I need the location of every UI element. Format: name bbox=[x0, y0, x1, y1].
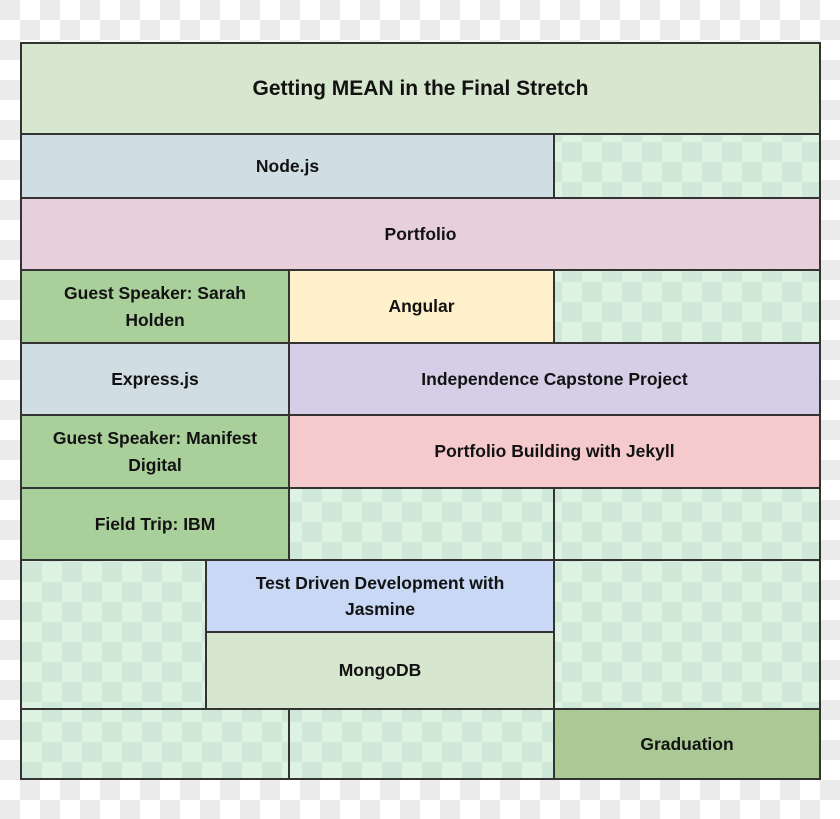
bar-tdd-label: Test Driven Development with Jasmine bbox=[255, 572, 505, 619]
bar-graduation-label: Graduation bbox=[640, 733, 734, 754]
bar-portfolio-label: Portfolio bbox=[384, 223, 457, 244]
bar-nodejs: Node.js bbox=[20, 133, 555, 199]
bar-mongodb-label: MongoDB bbox=[338, 660, 422, 681]
chart-title: Getting MEAN in the Final Stretch bbox=[252, 76, 589, 100]
bar-angular-label: Angular bbox=[388, 296, 455, 317]
empty-cell-fieldtrip-row-right bbox=[553, 487, 821, 561]
bar-independence-label: Independence Capstone Project bbox=[421, 368, 688, 389]
bar-portfolio-jekyll: Portfolio Building with Jekyll bbox=[288, 414, 821, 489]
empty-cell-bottom-row-mid bbox=[288, 708, 555, 780]
empty-cell-nodejs-row bbox=[553, 133, 821, 199]
empty-cell-angular-row bbox=[553, 269, 821, 344]
bar-field-trip-ibm: Field Trip: IBM bbox=[20, 487, 290, 561]
bar-nodejs-label: Node.js bbox=[255, 155, 320, 176]
bar-test-driven-development-jasmine: Test Driven Development with Jasmine bbox=[205, 559, 555, 633]
empty-cell-fieldtrip-row-mid bbox=[288, 487, 555, 561]
bar-graduation: Graduation bbox=[553, 708, 821, 780]
bar-express-label: Express.js bbox=[111, 368, 199, 389]
empty-cell-bottom-left-column bbox=[20, 559, 207, 710]
bar-portfolio: Portfolio bbox=[20, 197, 821, 271]
bar-manifest-label: Guest Speaker: Manifest Digital bbox=[52, 428, 258, 475]
chart-title-cell: Getting MEAN in the Final Stretch bbox=[20, 42, 821, 135]
empty-cell-right-column bbox=[553, 559, 821, 710]
bar-angular: Angular bbox=[288, 269, 555, 344]
bar-expressjs: Express.js bbox=[20, 342, 290, 416]
bar-independence-capstone: Independence Capstone Project bbox=[288, 342, 821, 416]
bar-sarah-label: Guest Speaker: Sarah Holden bbox=[64, 283, 246, 330]
bar-guest-speaker-sarah-holden: Guest Speaker: Sarah Holden bbox=[20, 269, 290, 344]
bar-jekyll-label: Portfolio Building with Jekyll bbox=[434, 441, 675, 462]
bar-mongodb: MongoDB bbox=[205, 631, 555, 710]
bar-fieldtrip-label: Field Trip: IBM bbox=[94, 513, 216, 534]
bar-guest-speaker-manifest-digital: Guest Speaker: Manifest Digital bbox=[20, 414, 290, 489]
empty-cell-bottom-row-left bbox=[20, 708, 290, 780]
